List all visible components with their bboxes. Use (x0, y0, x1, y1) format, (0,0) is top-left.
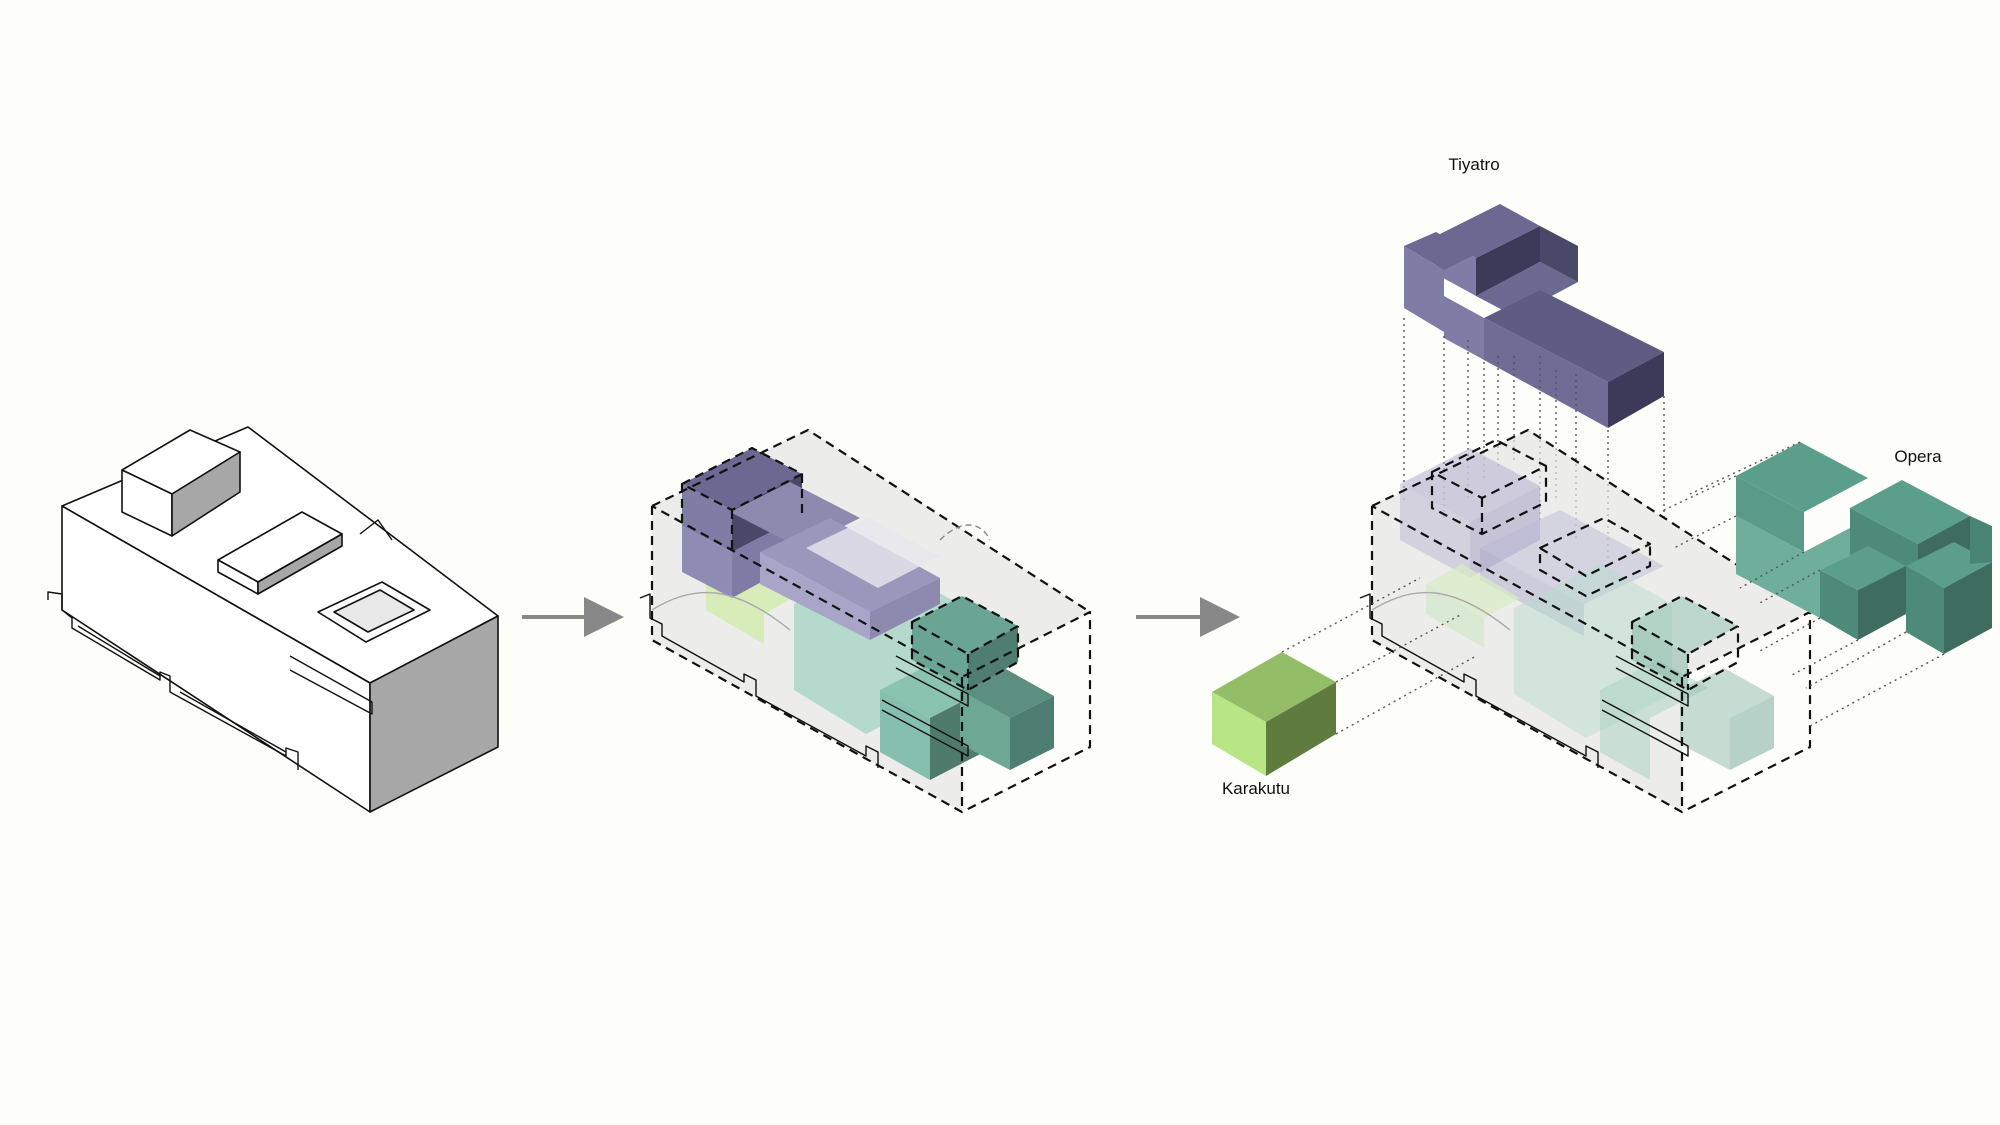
existing-building (47, 426, 499, 813)
label-karakutu: Karakutu (1222, 779, 1290, 798)
opera-connectors (1659, 441, 1945, 727)
karakutu-mass (1212, 652, 1336, 776)
label-tiyatro: Tiyatro (1448, 155, 1499, 174)
label-opera: Opera (1894, 447, 1942, 466)
karakutu-connectors (1281, 577, 1477, 735)
programs-in-envelope (639, 428, 1092, 814)
exploded-programs: Tiyatro (1212, 155, 1992, 814)
tiyatro-mass (1404, 204, 1664, 428)
opera-mass (1736, 442, 1992, 654)
central-envelope (1359, 428, 1812, 814)
